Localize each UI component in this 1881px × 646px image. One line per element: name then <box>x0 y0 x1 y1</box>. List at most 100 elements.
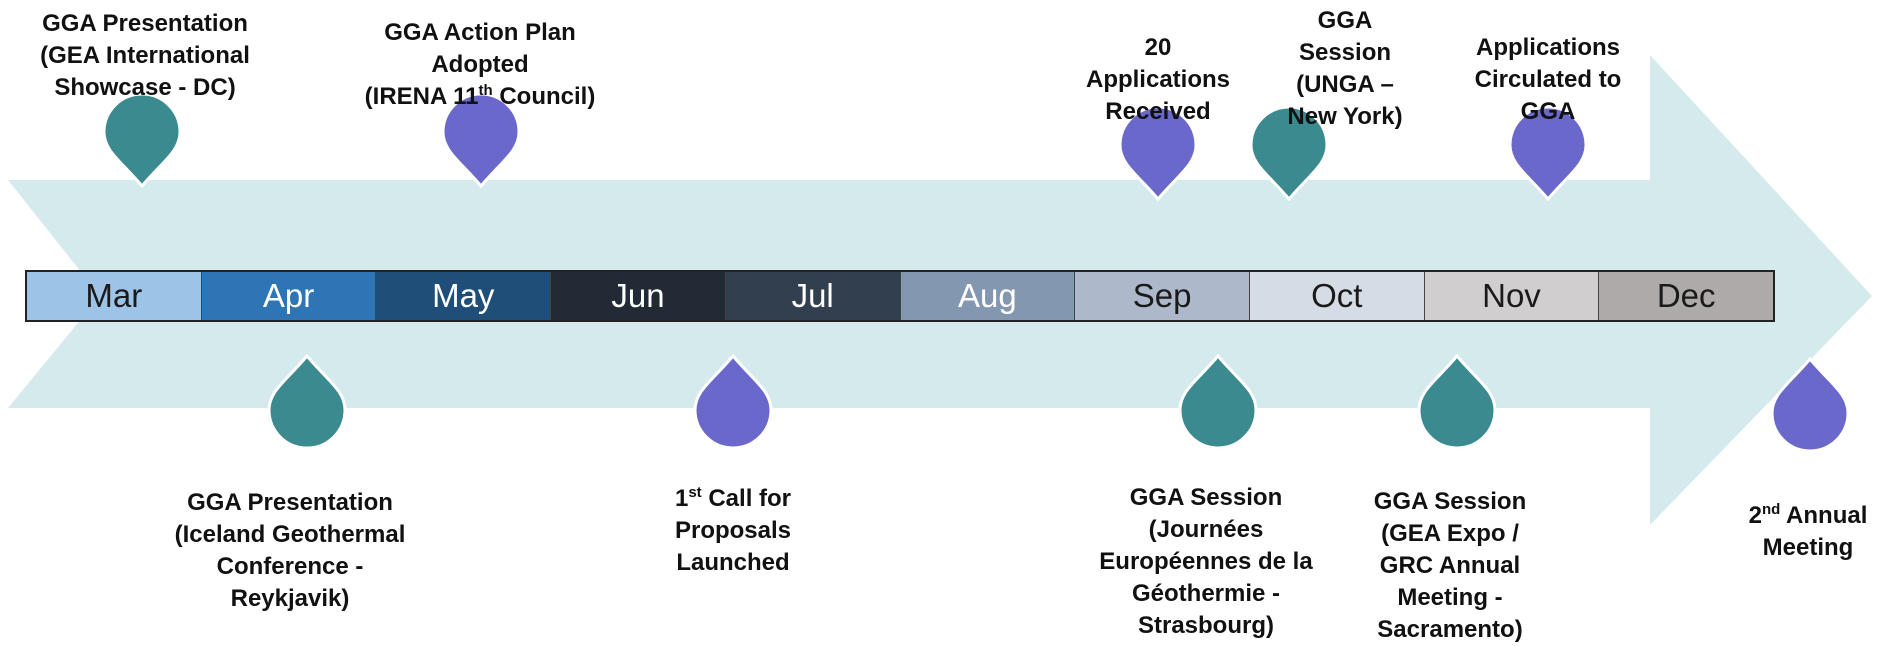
e10-pin-marker <box>1770 356 1850 453</box>
caption-line: Géothermie - <box>1056 578 1356 610</box>
caption-text: (GEA International <box>40 42 250 69</box>
caption-line: 20 <box>1048 32 1268 64</box>
caption-text: Reykjavik) <box>230 585 350 612</box>
caption-text: GGA <box>1317 7 1373 34</box>
caption-line: Showcase - DC) <box>0 72 295 104</box>
caption-line: Sacramento) <box>1330 614 1570 646</box>
caption-text: Géothermie - <box>1131 580 1281 607</box>
caption-text: Received <box>1105 98 1211 125</box>
caption-line: New York) <box>1245 101 1445 133</box>
caption-line: Received <box>1048 96 1268 128</box>
caption-text: (IRENA 11 <box>364 83 479 110</box>
caption-text: Meeting - <box>1397 584 1503 611</box>
caption-text: (UNGA – <box>1296 71 1394 98</box>
caption-line: (UNGA – <box>1245 69 1445 101</box>
month-bar: Mar Apr May Jun Jul Aug Sep Oct Nov Dec <box>25 270 1775 322</box>
e4-pin-marker <box>693 353 773 450</box>
caption-line: GGA Action Plan <box>330 17 630 49</box>
caption-line: Applications <box>1438 32 1658 64</box>
caption-text: Proposals <box>674 517 792 544</box>
caption-line: (GEA International <box>0 40 295 72</box>
caption-text: Annual <box>1780 502 1868 529</box>
caption-text: Strasbourg) <box>1137 612 1274 639</box>
caption-line: Proposals <box>623 515 843 547</box>
e7-caption: GGA Session (UNGA – New York) <box>1245 5 1445 133</box>
caption-text: Adopted <box>431 51 529 78</box>
month-cell-nov: Nov <box>1424 272 1600 320</box>
caption-text: Launched <box>676 549 790 576</box>
caption-text: Session <box>1298 39 1392 66</box>
month-cell-aug: Aug <box>900 272 1076 320</box>
caption-line: GGA Session <box>1330 486 1570 518</box>
caption-line: (GEA Expo / <box>1330 518 1570 550</box>
caption-text: GGA <box>1520 98 1576 125</box>
caption-line: Conference - <box>140 551 440 583</box>
caption-line: GGA Session <box>1056 482 1356 514</box>
caption-line: 2nd Annual <box>1728 500 1881 532</box>
caption-text: GGA Presentation <box>42 10 248 37</box>
e3-pin-marker <box>441 92 521 189</box>
e5-pin-marker <box>1118 105 1198 202</box>
caption-line: Européennes de la <box>1056 546 1356 578</box>
caption-line: (IRENA 11th Council) <box>330 81 630 113</box>
caption-line: Adopted <box>330 49 630 81</box>
caption-text: Meeting <box>1762 534 1854 561</box>
month-cell-apr: Apr <box>201 272 377 320</box>
caption-text: 2 <box>1748 502 1762 529</box>
caption-text: GRC Annual <box>1379 552 1521 579</box>
caption-line: Session <box>1245 37 1445 69</box>
caption-text: GGA Presentation <box>187 489 393 516</box>
caption-text: GGA Session <box>1129 484 1283 511</box>
caption-line: Meeting - <box>1330 582 1570 614</box>
caption-text: GGA Session <box>1373 488 1527 515</box>
caption-line: GRC Annual <box>1330 550 1570 582</box>
caption-text: Circulated to <box>1474 66 1622 93</box>
caption-superscript: nd <box>1761 501 1781 518</box>
caption-text: (Iceland Geothermal <box>174 521 406 548</box>
e9-pin-marker <box>1508 105 1588 202</box>
e2-pin-marker <box>267 353 347 450</box>
caption-text: Sacramento) <box>1377 616 1523 643</box>
caption-text: Européennes de la <box>1099 548 1313 575</box>
caption-text: Applications <box>1085 66 1230 93</box>
caption-line: GGA Presentation <box>140 487 440 519</box>
caption-text: Council) <box>492 83 596 110</box>
e7-pin-marker <box>1249 105 1329 202</box>
caption-line: (Iceland Geothermal <box>140 519 440 551</box>
caption-text: Applications <box>1475 34 1620 61</box>
e1-pin-marker <box>102 92 182 189</box>
caption-line: Circulated to <box>1438 64 1658 96</box>
caption-text: GGA Action Plan <box>384 19 576 46</box>
e6-pin-marker <box>1178 353 1258 450</box>
caption-text: 20 <box>1144 34 1172 61</box>
caption-text: Conference - <box>216 553 364 580</box>
month-cell-mar: Mar <box>27 272 202 320</box>
caption-line: Reykjavik) <box>140 583 440 615</box>
caption-line: Launched <box>623 547 843 579</box>
e8-pin-marker <box>1417 353 1497 450</box>
caption-text: New York) <box>1287 103 1403 130</box>
caption-line: Strasbourg) <box>1056 610 1356 642</box>
caption-line: Applications <box>1048 64 1268 96</box>
month-cell-jun: Jun <box>551 272 726 320</box>
caption-superscript: th <box>478 82 493 99</box>
caption-line: (Journées <box>1056 514 1356 546</box>
caption-text: (GEA Expo / <box>1381 520 1519 547</box>
caption-line: GGA Presentation <box>0 8 295 40</box>
caption-line: 1st Call for <box>623 483 843 515</box>
caption-text: 1 <box>674 485 689 512</box>
month-cell-sep: Sep <box>1075 272 1250 320</box>
caption-text: Showcase - DC) <box>54 74 236 101</box>
caption-line: GGA <box>1438 96 1658 128</box>
caption-line: Meeting <box>1728 532 1881 564</box>
